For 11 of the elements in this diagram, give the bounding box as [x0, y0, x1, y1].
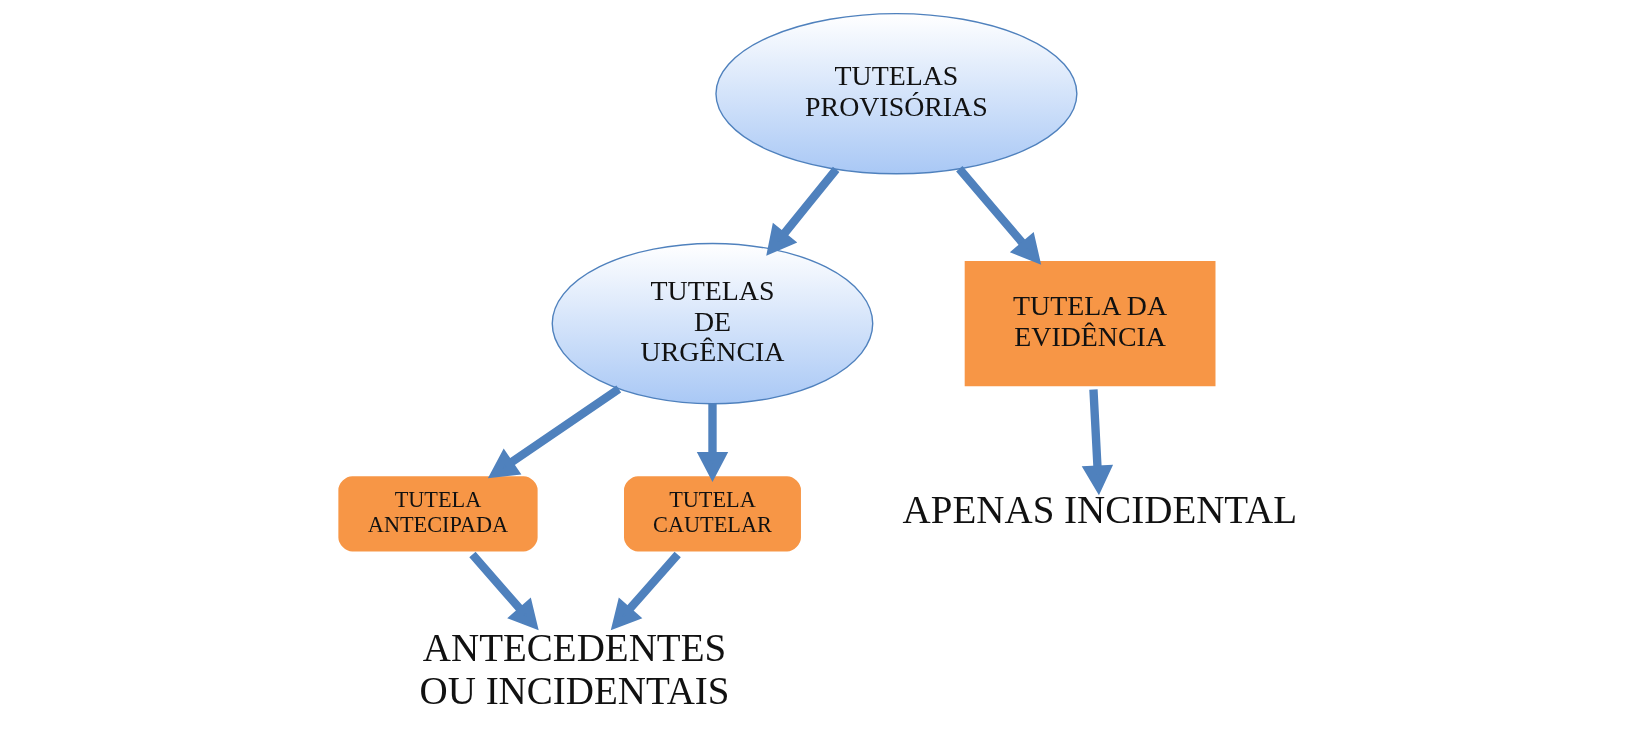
arrow	[610, 551, 681, 631]
node-ellipse: TUTELAS DE URGÊNCIA	[551, 242, 873, 405]
arrow	[696, 403, 728, 482]
arrow	[468, 551, 539, 631]
arrow	[1081, 389, 1113, 496]
node-text: ANTECEDENTES OU INCIDENTAIS	[419, 625, 730, 712]
arrow	[487, 385, 621, 479]
arrow	[765, 166, 839, 256]
node-ellipse: TUTELAS PROVISÓRIAS	[714, 12, 1078, 175]
arrow	[955, 166, 1041, 265]
node-text: APENAS INCIDENTAL	[902, 488, 1297, 532]
